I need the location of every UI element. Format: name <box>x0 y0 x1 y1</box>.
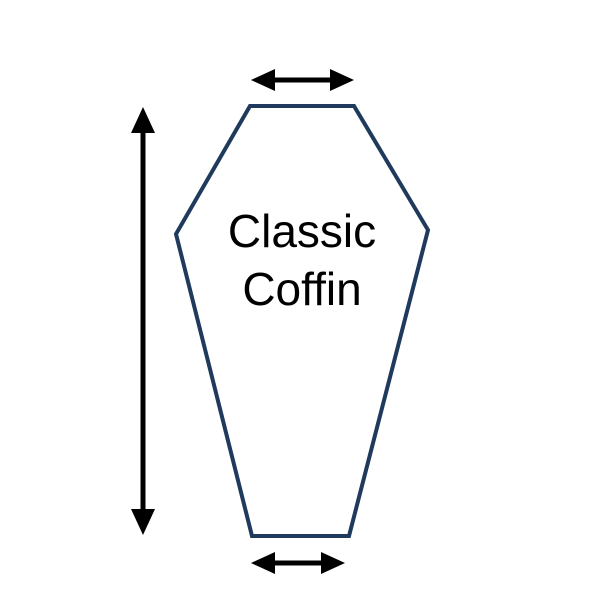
shape-label-line-2: Coffin <box>242 263 361 315</box>
bottom-width-arrow-icon <box>251 552 345 574</box>
shape-label-line-1: Classic <box>228 205 376 257</box>
coffin-outline <box>173 104 431 538</box>
top-width-arrow-icon <box>251 69 354 91</box>
length-arrow-icon <box>131 107 155 535</box>
